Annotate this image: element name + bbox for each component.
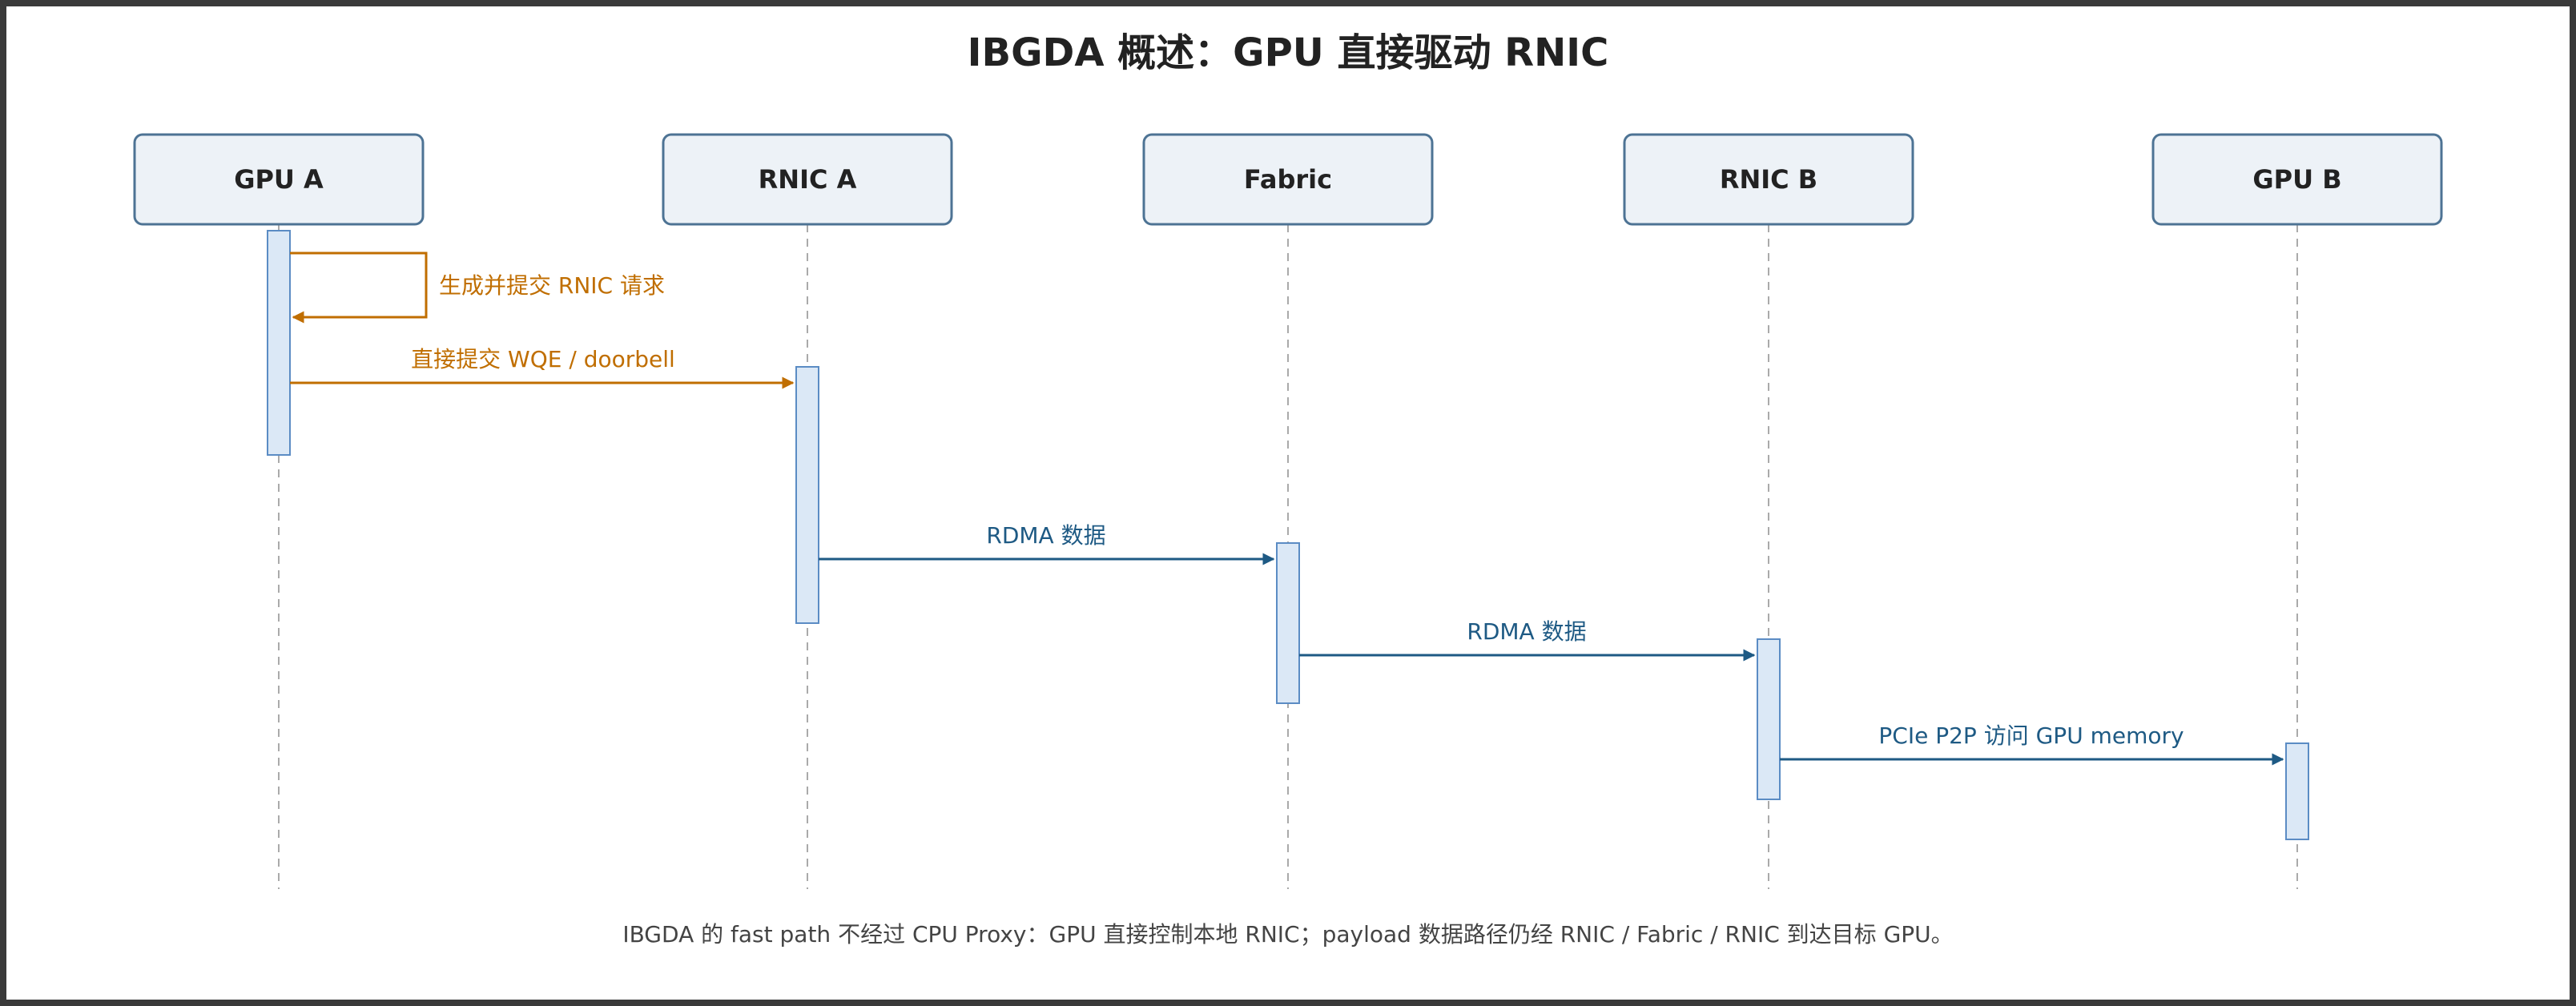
message-rdma-2: RDMA 数据 xyxy=(1299,618,1756,662)
message-pcie-p2p: PCIe P2P 访问 GPU memory xyxy=(1780,722,2284,766)
activation-gpu-b xyxy=(2285,742,2309,840)
activations xyxy=(267,230,2309,840)
participant-rnic-b: RNIC B xyxy=(1623,133,1914,226)
activation-gpu-a xyxy=(267,230,291,456)
participant-label: RNIC A xyxy=(759,164,857,195)
participant-box xyxy=(2151,133,2443,226)
participant-box xyxy=(1142,133,1434,226)
message-self-generate: 生成并提交 RNIC 请求 xyxy=(290,252,665,324)
participant-box xyxy=(1623,133,1914,226)
participant-box xyxy=(662,133,953,226)
message-label: RDMA 数据 xyxy=(1467,618,1586,645)
self-call-arrow xyxy=(290,252,428,324)
message-rdma-1: RDMA 数据 xyxy=(819,522,1275,565)
activation-rnic-a xyxy=(795,366,819,624)
participant-label: GPU A xyxy=(234,164,324,195)
participant-label: Fabric xyxy=(1244,164,1332,195)
participant-rnic-a: RNIC A xyxy=(662,133,953,226)
footnote: IBGDA 的 fast path 不经过 CPU Proxy：GPU 直接控制… xyxy=(622,921,1953,948)
message-label: 生成并提交 RNIC 请求 xyxy=(439,272,665,299)
participant-gpu-a: GPU A xyxy=(133,133,425,226)
message-label: 直接提交 WQE / doorbell xyxy=(411,346,675,372)
participant-box xyxy=(133,133,425,226)
participant-fabric: Fabric xyxy=(1142,133,1434,226)
diagram-title: IBGDA 概述：GPU 直接驱动 RNIC xyxy=(968,30,1609,75)
activation-fabric xyxy=(1276,542,1300,704)
message-submit-wqe: 直接提交 WQE / doorbell xyxy=(290,346,795,389)
activation-rnic-b xyxy=(1757,638,1781,800)
participant-label: RNIC B xyxy=(1720,164,1817,195)
message-label: RDMA 数据 xyxy=(986,522,1105,549)
message-label: PCIe P2P 访问 GPU memory xyxy=(1878,722,2184,749)
participant-label: GPU B xyxy=(2252,164,2341,195)
participant-gpu-b: GPU B xyxy=(2151,133,2443,226)
